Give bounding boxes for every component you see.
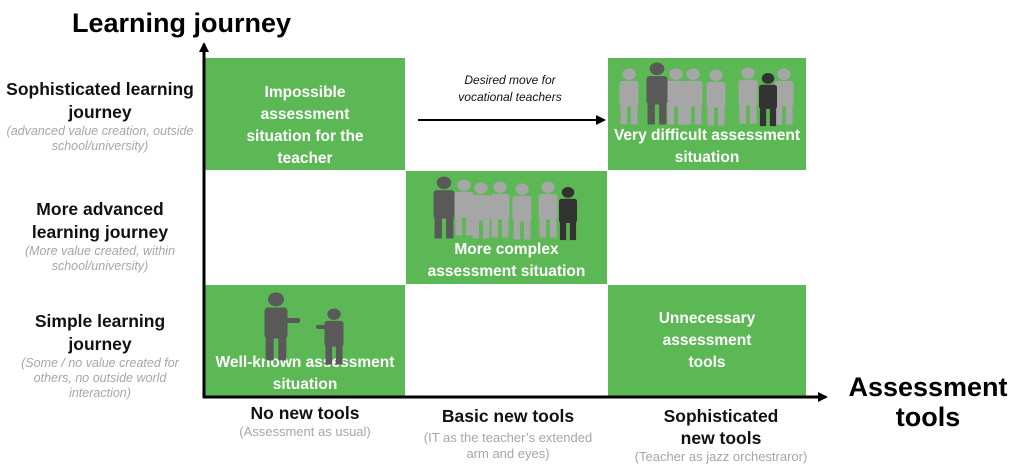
col-label-title: No new tools [250, 403, 360, 423]
row-label-simple: Simple learning journey (Some / no value… [4, 310, 196, 401]
col-label-basic-new-tools: Basic new tools (IT as the teacher’s ext… [418, 405, 598, 462]
row-label-more-advanced: More advanced learning journey (More val… [4, 198, 196, 274]
row-label-title: More advanced learning journey [31, 199, 169, 242]
cell-label: Impossible assessment situation for the … [246, 84, 364, 167]
row-label-title: Simple learning journey [34, 311, 166, 354]
col-label-sophisticated-new-tools: Sophisticated new tools (Teacher as jazz… [612, 405, 830, 465]
people-group-icon [619, 62, 794, 127]
cell-label: More complex assessment situation [427, 241, 586, 280]
col-label-note: (IT as the teacher’s extended arm and ey… [423, 430, 593, 461]
row-label-note: (More value created, within school/unive… [24, 244, 176, 273]
y-axis-title: Learning journey [72, 8, 292, 38]
cell-well-known: Well-known assessment situation [205, 285, 405, 396]
col-label-note: (Teacher as jazz orchestraror) [634, 449, 808, 464]
people-group-icon [433, 176, 577, 241]
cell-label: Well-known assessment situation [215, 354, 395, 393]
arrow-note: Desired move for vocational teachers [458, 73, 562, 104]
cell-label: Very difficult assessment situation [613, 127, 801, 166]
two-people-icon [264, 292, 344, 365]
col-label-title: Sophisticated new tools [663, 406, 779, 448]
cell-impossible: Impossible assessment situation for the … [205, 58, 405, 170]
col-label-title: Basic new tools [441, 406, 575, 426]
row-label-note: (advanced value creation, outside school… [6, 124, 194, 153]
x-axis-title-line2: tools [895, 402, 961, 432]
col-label-no-new-tools: No new tools (Assessment as usual) [205, 402, 405, 440]
col-label-note: (Assessment as usual) [239, 424, 371, 439]
x-axis-title-line1: Assessment [848, 372, 1008, 402]
x-axis-title: Assessment tools [838, 372, 1018, 432]
row-label-sophisticated: Sophisticated learning journey (advanced… [4, 78, 196, 154]
cell-unnecessary: Unnecessary assessment tools [608, 285, 806, 396]
row-label-note: (Some / no value created for others, no … [21, 356, 179, 400]
row-label-title: Sophisticated learning journey [6, 79, 194, 122]
cell-label: Unnecessary assessment tools [658, 310, 756, 371]
